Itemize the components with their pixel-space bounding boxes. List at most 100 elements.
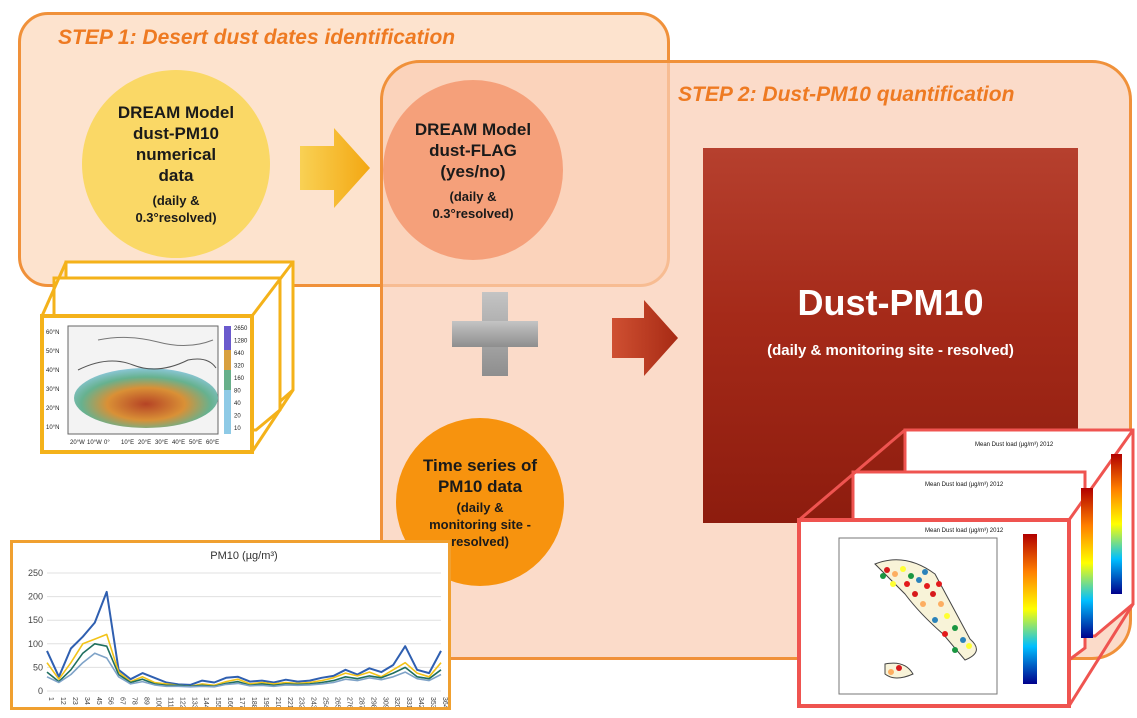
italy-map-cube: Mean Dust load (µg/m³) 2012 Mean Dust lo…: [797, 428, 1135, 708]
map-site-dot: [904, 581, 910, 587]
x-tick-label: 67: [119, 697, 126, 705]
x-tick-label: 78: [131, 697, 138, 705]
x-tick-label: 133: [190, 697, 197, 707]
x-tick-label: 45: [95, 697, 102, 705]
map-lon-label: 50°E: [189, 440, 202, 446]
x-tick-label: 89: [143, 697, 150, 705]
pm10-series-line: Time series of: [422, 455, 538, 475]
map-scale-label: 80: [234, 389, 241, 395]
map-lat-label: 30°N: [46, 387, 59, 393]
map-site-dot: [952, 647, 958, 653]
x-tick-label: 276: [345, 697, 352, 707]
map-site-dot: [920, 601, 926, 607]
x-tick-label: 199: [262, 697, 269, 707]
x-tick-label: 34: [83, 697, 90, 705]
dust-pm10-output-box: Dust-PM10 (daily & monitoring site - res…: [703, 148, 1078, 523]
map-lon-label: 20°E: [138, 440, 151, 446]
map-lon-label: 0°: [104, 440, 110, 446]
yellow-arrow-icon: [300, 128, 370, 208]
map-site-dot: [912, 591, 918, 597]
map-lon-label: 40°E: [172, 440, 185, 446]
dream-numerical-detail: 0.3°resolved): [135, 210, 217, 225]
x-tick-label: 210: [274, 697, 281, 707]
map-lon-label: 20°W: [70, 440, 85, 446]
dream-flag-line: (yes/no): [440, 161, 506, 181]
dream-numerical-detail: (daily &: [152, 193, 200, 208]
dream-flag-line: dust-FLAG: [429, 140, 517, 160]
series-line: [46, 633, 442, 688]
x-tick-label: 287: [357, 697, 364, 707]
x-tick-label: 309: [381, 697, 388, 707]
map-site-dot: [880, 573, 886, 579]
x-tick-label: 221: [286, 697, 293, 707]
y-tick-label: 250: [28, 568, 43, 578]
map-lat-label: 20°N: [46, 406, 59, 412]
italy-map-title: Mean Dust load (µg/m³) 2012: [925, 528, 1004, 534]
map-site-dot: [922, 569, 928, 575]
dream-numerical-circle: DREAM Model dust-PM10 numerical data (da…: [82, 70, 270, 258]
map-scale-label: 2650: [234, 326, 248, 332]
map-lon-label: 60°E: [206, 440, 219, 446]
map-lat-label: 10°N: [46, 425, 59, 431]
x-tick-label: 56: [107, 697, 114, 705]
pm10-series-line: PM10 data: [437, 476, 523, 496]
x-tick-label: 1: [47, 697, 54, 701]
dream-flag-circle: DREAM Model dust-FLAG (yes/no) (daily & …: [383, 80, 563, 260]
map-site-dot: [892, 571, 898, 577]
chart-title: PM10 (µg/m³): [210, 550, 277, 562]
y-tick-label: 200: [28, 592, 43, 602]
pm10-series-detail: resolved): [451, 533, 509, 549]
series-line: [46, 590, 442, 686]
map-scale-label: 320: [234, 364, 245, 370]
map-site-dot: [952, 625, 958, 631]
x-tick-label: 122: [178, 697, 185, 707]
map-scale-label: 20: [234, 414, 241, 420]
map-site-dot: [938, 601, 944, 607]
dream-flag-line: DREAM Model: [414, 119, 532, 139]
x-tick-label: 12: [59, 697, 66, 705]
map-site-dot: [916, 577, 922, 583]
y-tick-label: 50: [33, 662, 43, 672]
step2-title: STEP 2: Dust-PM10 quantification: [678, 83, 1015, 106]
pm10-series-detail: monitoring site -: [429, 516, 531, 532]
series-line: [46, 643, 442, 688]
y-tick-label: 0: [38, 686, 43, 696]
x-tick-label: 23: [71, 697, 78, 705]
x-tick-label: 254: [322, 697, 329, 707]
map-site-dot: [890, 581, 896, 587]
map-site-dot: [896, 665, 902, 671]
y-tick-label: 150: [28, 615, 43, 625]
dream-numerical-line: numerical: [135, 145, 217, 164]
map-site-dot: [936, 581, 942, 587]
map-site-dot: [908, 573, 914, 579]
map-lat-label: 60°N: [46, 330, 59, 336]
dream-flag-detail: (daily &: [449, 188, 497, 204]
dream-numerical-line: data: [158, 166, 194, 185]
map-site-dot: [900, 566, 906, 572]
x-tick-label: 232: [298, 697, 305, 707]
x-tick-label: 331: [405, 697, 412, 707]
map-site-dot: [884, 567, 890, 573]
x-tick-label: 155: [214, 697, 221, 707]
dream-numerical-line: dust-PM10: [133, 124, 219, 143]
step1-title: STEP 1: Desert dust dates identification: [58, 26, 456, 49]
map-lat-label: 50°N: [46, 349, 59, 355]
x-tick-label: 177: [238, 697, 245, 707]
x-tick-label: 342: [417, 697, 424, 707]
x-tick-label: 364: [441, 697, 448, 707]
map-site-dot: [966, 643, 972, 649]
map-site-dot: [960, 637, 966, 643]
series-line: [46, 652, 442, 688]
map-site-dot: [924, 583, 930, 589]
italy-map-title: Mean Dust load (µg/m³) 2012: [975, 442, 1054, 448]
map-lon-label: 30°E: [155, 440, 168, 446]
map-scale-label: 40: [234, 401, 241, 407]
x-tick-label: 320: [393, 697, 400, 707]
x-tick-label: 298: [369, 697, 376, 707]
red-arrow-icon: [612, 300, 678, 376]
plus-icon: [452, 292, 538, 376]
dream-flag-detail: 0.3°resolved): [432, 205, 514, 221]
map-site-dot: [888, 669, 894, 675]
